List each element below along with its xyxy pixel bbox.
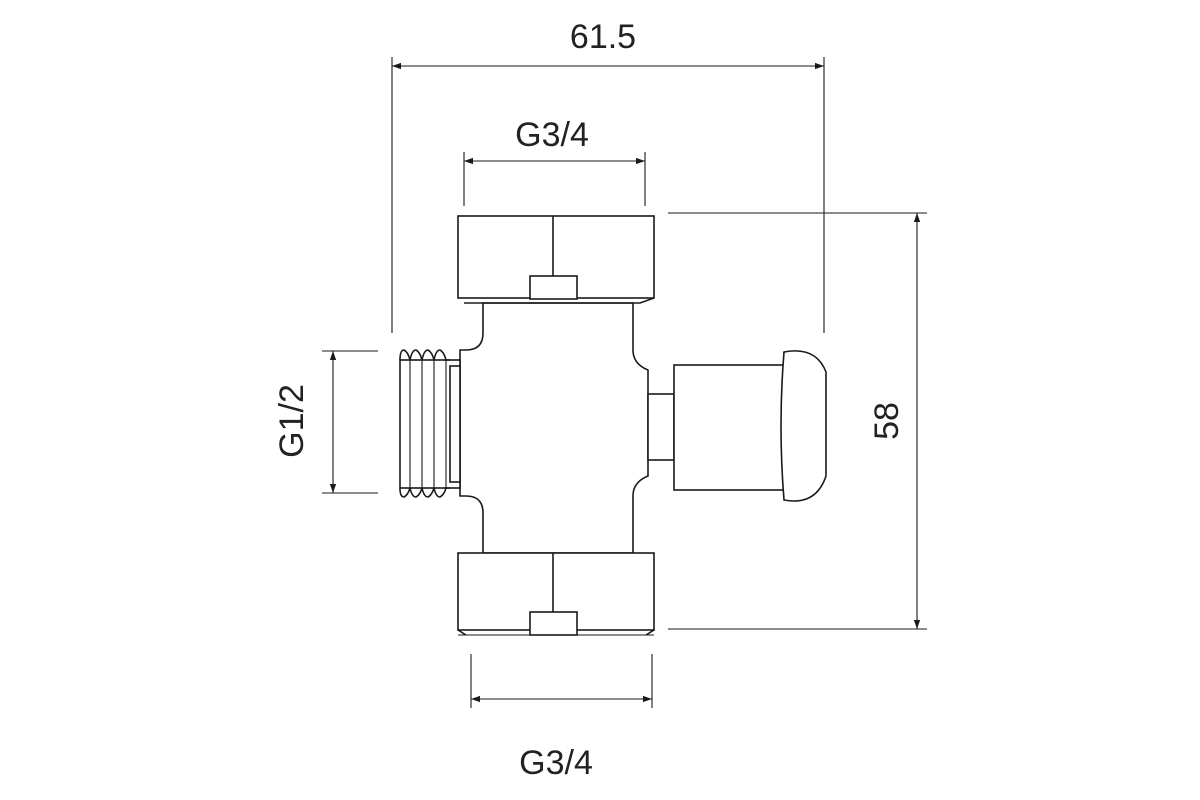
bottom-union-nut	[457, 552, 655, 636]
dimension-bottom-connection-label: G3/4	[519, 744, 593, 782]
dimension-side-connection: G1/2	[273, 350, 378, 494]
dimension-top-connection-label: G3/4	[515, 116, 589, 154]
dimension-overall-width: 61.5	[391, 18, 825, 333]
handle-knob	[780, 350, 827, 502]
dimension-bottom-connection: G3/4	[470, 654, 653, 782]
side-threaded-inlet	[399, 349, 461, 498]
dimension-overall-height: 58	[668, 212, 927, 630]
dimension-top-connection: G3/4	[463, 116, 646, 206]
handle-stem	[647, 393, 675, 461]
top-union-nut	[457, 215, 655, 304]
top-nut-tab	[529, 275, 578, 300]
handle-collar	[673, 364, 785, 491]
bottom-nut-tab	[529, 611, 578, 636]
dimension-overall-width-label: 61.5	[570, 18, 636, 56]
dimension-side-connection-label: G1/2	[273, 384, 311, 458]
dimension-overall-height-label: 58	[868, 402, 906, 440]
shutoff-handle	[647, 350, 827, 502]
valve-body	[459, 302, 649, 554]
